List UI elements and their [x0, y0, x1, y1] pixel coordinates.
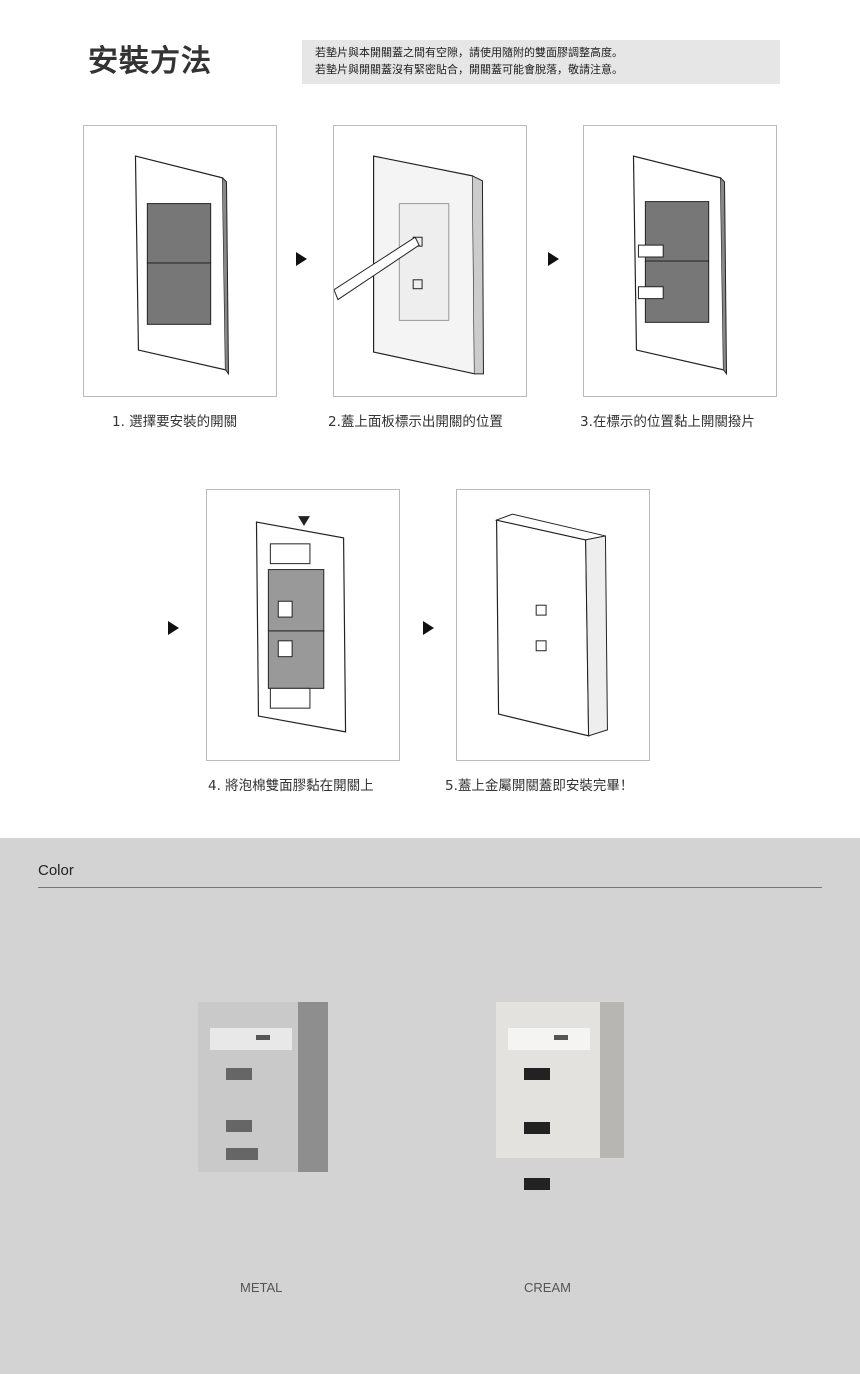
metal-switch-tab	[226, 1148, 258, 1160]
step-5-image	[456, 489, 650, 761]
page-title: 安裝方法	[88, 44, 212, 79]
step-5-caption: 5.蓋上金屬開關蓋即安裝完畢！	[445, 778, 634, 794]
next-arrow-icon	[168, 621, 179, 635]
note-line-2: 若墊片與開關蓋沒有緊密貼合，開關蓋可能會脫落，敬請注意。	[315, 63, 623, 76]
step-4-image	[206, 489, 400, 761]
step-2-image	[333, 125, 527, 397]
metal-product-image[interactable]	[196, 998, 330, 1174]
step-4-caption: 4. 將泡棉雙面膠黏在開關上	[208, 778, 374, 794]
step-2-caption: 2.蓋上面板標示出開關的位置	[328, 414, 503, 430]
next-arrow-icon	[548, 252, 559, 266]
step-3-image	[583, 125, 777, 397]
color-section	[0, 838, 860, 1374]
note-line-1: 若墊片與本開關蓋之間有空隙，請使用隨附的雙面膠調整高度。	[315, 46, 623, 59]
divider	[38, 887, 822, 888]
color-heading: Color	[38, 862, 74, 879]
install-note: 若墊片與本開關蓋之間有空隙，請使用隨附的雙面膠調整高度。 若墊片與開關蓋沒有緊密…	[302, 40, 780, 84]
next-arrow-icon	[296, 252, 307, 266]
step-1-image	[83, 125, 277, 397]
cream-product-image[interactable]	[494, 998, 628, 1174]
step-3-caption: 3.在標示的位置黏上開關撥片	[580, 414, 755, 430]
next-arrow-icon	[423, 621, 434, 635]
color-option-cream[interactable]: CREAM	[524, 1280, 571, 1295]
color-option-metal[interactable]: METAL	[240, 1280, 283, 1295]
step-1-caption: 1. 選擇要安裝的開關	[112, 414, 238, 430]
cream-switch-tab	[524, 1178, 550, 1190]
